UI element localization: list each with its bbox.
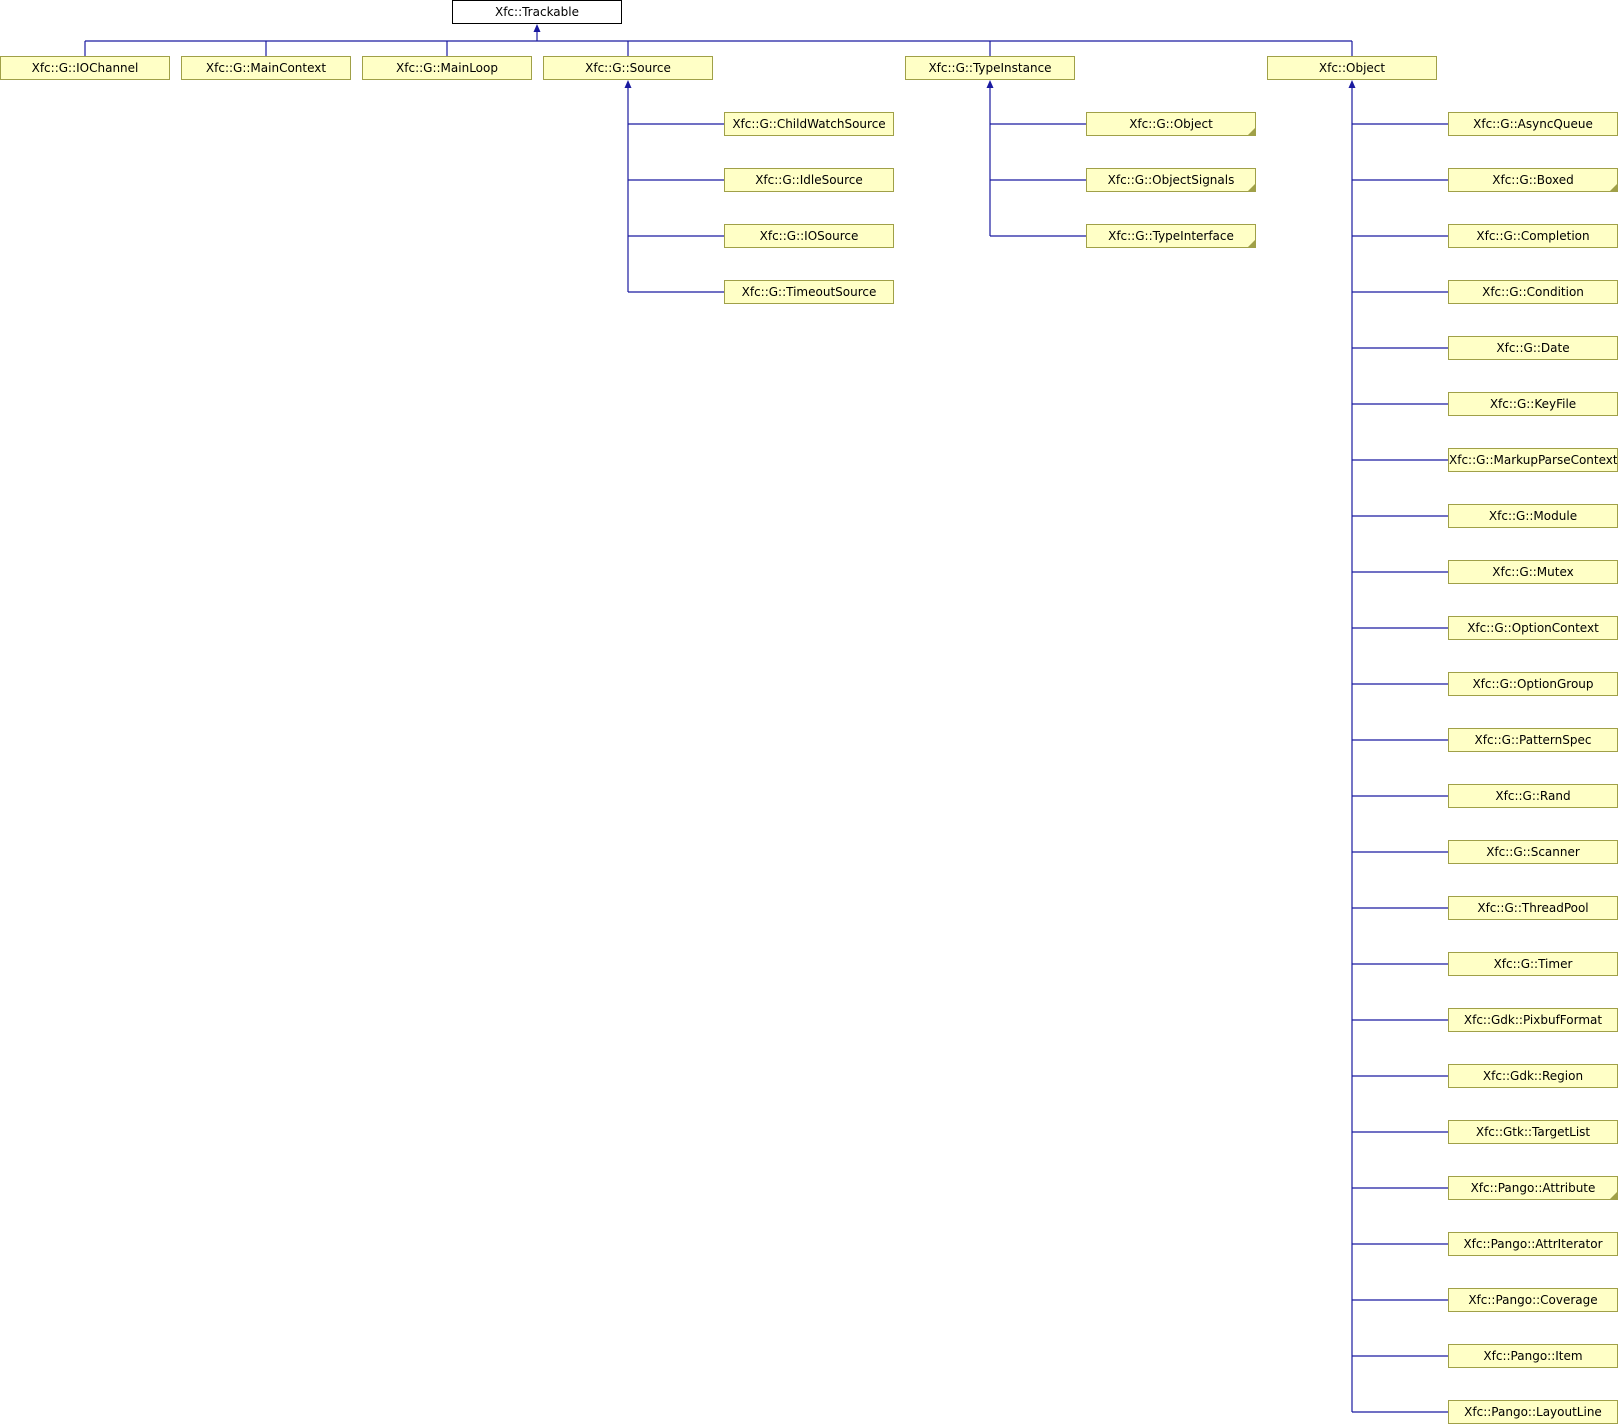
class-label: Xfc::G::Rand: [1495, 789, 1571, 803]
class-node-xfc-g-date[interactable]: Xfc::G::Date: [1448, 336, 1618, 360]
class-label: Xfc::Object: [1318, 61, 1386, 75]
folded-corner-icon: [1248, 240, 1255, 247]
class-node-xfc-g-typeinterface[interactable]: Xfc::G::TypeInterface: [1086, 224, 1256, 248]
class-label: Xfc::G::AsyncQueue: [1473, 117, 1593, 131]
class-label: Xfc::Pango::LayoutLine: [1464, 1405, 1602, 1419]
class-label: Xfc::G::OptionGroup: [1472, 677, 1594, 691]
class-label: Xfc::Pango::AttrIterator: [1463, 1237, 1603, 1251]
class-node-xfc-gtk-targetlist[interactable]: Xfc::Gtk::TargetList: [1448, 1120, 1618, 1144]
class-label: Xfc::G::OptionContext: [1467, 621, 1599, 635]
class-node-xfc-g-rand[interactable]: Xfc::G::Rand: [1448, 784, 1618, 808]
class-label: Xfc::G::Module: [1488, 509, 1578, 523]
class-label: Xfc::G::Completion: [1476, 229, 1590, 243]
class-node-xfc-g-keyfile[interactable]: Xfc::G::KeyFile: [1448, 392, 1618, 416]
class-node-xfc-g-mutex[interactable]: Xfc::G::Mutex: [1448, 560, 1618, 584]
arrowhead-trackable: [533, 24, 541, 32]
class-label: Xfc::Trackable: [494, 5, 579, 19]
class-node-xfc-g-asyncqueue[interactable]: Xfc::G::AsyncQueue: [1448, 112, 1618, 136]
class-node-xfc-g-optioncontext[interactable]: Xfc::G::OptionContext: [1448, 616, 1618, 640]
class-label: Xfc::G::Scanner: [1486, 845, 1580, 859]
class-label: Xfc::G::MarkupParseContext: [1449, 453, 1618, 467]
class-label: Xfc::G::Boxed: [1492, 173, 1574, 187]
class-node-xfc-g-scanner[interactable]: Xfc::G::Scanner: [1448, 840, 1618, 864]
class-node-xfc-pango-item[interactable]: Xfc::Pango::Item: [1448, 1344, 1618, 1368]
class-node-xfc-object[interactable]: Xfc::Object: [1267, 56, 1437, 80]
class-label: Xfc::G::IdleSource: [755, 173, 863, 187]
class-label: Xfc::G::ChildWatchSource: [732, 117, 886, 131]
class-node-xfc-g-objectsignals[interactable]: Xfc::G::ObjectSignals: [1086, 168, 1256, 192]
class-label: Xfc::G::Timer: [1493, 957, 1573, 971]
class-node-xfc-gdk-region[interactable]: Xfc::Gdk::Region: [1448, 1064, 1618, 1088]
class-label: Xfc::Pango::Coverage: [1468, 1293, 1598, 1307]
class-label: Xfc::G::KeyFile: [1489, 397, 1577, 411]
class-node-xfc-g-condition[interactable]: Xfc::G::Condition: [1448, 280, 1618, 304]
class-node-xfc-g-timeoutsource[interactable]: Xfc::G::TimeoutSource: [724, 280, 894, 304]
class-label: Xfc::G::Source: [585, 61, 671, 75]
class-label: Xfc::G::ObjectSignals: [1107, 173, 1235, 187]
class-node-xfc-g-idlesource[interactable]: Xfc::G::IdleSource: [724, 168, 894, 192]
class-node-xfc-g-boxed[interactable]: Xfc::G::Boxed: [1448, 168, 1618, 192]
class-node-xfc-g-iochannel[interactable]: Xfc::G::IOChannel: [0, 56, 170, 80]
class-node-xfc-g-mainloop[interactable]: Xfc::G::MainLoop: [362, 56, 532, 80]
class-node-xfc-g-completion[interactable]: Xfc::G::Completion: [1448, 224, 1618, 248]
class-label: Xfc::Gtk::TargetList: [1475, 1125, 1591, 1139]
class-node-xfc-pango-coverage[interactable]: Xfc::Pango::Coverage: [1448, 1288, 1618, 1312]
class-node-xfc-g-maincontext[interactable]: Xfc::G::MainContext: [181, 56, 351, 80]
folded-corner-icon: [1610, 184, 1617, 191]
class-label: Xfc::G::TypeInterface: [1108, 229, 1234, 243]
class-node-xfc-g-object[interactable]: Xfc::G::Object: [1086, 112, 1256, 136]
folded-corner-icon: [1248, 128, 1255, 135]
class-label: Xfc::G::Condition: [1482, 285, 1584, 299]
arrowhead-xfc-g-typeinstance: [986, 80, 994, 88]
arrowhead-xfc-g-source: [624, 80, 632, 88]
class-label: Xfc::G::ThreadPool: [1477, 901, 1589, 915]
class-label: Xfc::G::IOSource: [759, 229, 859, 243]
class-node-xfc-g-typeinstance[interactable]: Xfc::G::TypeInstance: [905, 56, 1075, 80]
class-label: Xfc::G::TimeoutSource: [741, 285, 877, 299]
arrowhead-xfc-object: [1348, 80, 1356, 88]
class-label: Xfc::G::IOChannel: [31, 61, 139, 75]
class-node-xfc-g-source[interactable]: Xfc::G::Source: [543, 56, 713, 80]
folded-corner-icon: [1248, 184, 1255, 191]
class-node-xfc-g-patternspec[interactable]: Xfc::G::PatternSpec: [1448, 728, 1618, 752]
class-label: Xfc::G::TypeInstance: [928, 61, 1052, 75]
class-node-xfc-g-threadpool[interactable]: Xfc::G::ThreadPool: [1448, 896, 1618, 920]
class-node-xfc-pango-attribute[interactable]: Xfc::Pango::Attribute: [1448, 1176, 1618, 1200]
class-node-xfc-g-module[interactable]: Xfc::G::Module: [1448, 504, 1618, 528]
class-node-xfc-g-timer[interactable]: Xfc::G::Timer: [1448, 952, 1618, 976]
class-label: Xfc::Gdk::Region: [1482, 1069, 1584, 1083]
class-node-xfc-g-optiongroup[interactable]: Xfc::G::OptionGroup: [1448, 672, 1618, 696]
class-label: Xfc::G::PatternSpec: [1474, 733, 1592, 747]
class-label: Xfc::G::Mutex: [1492, 565, 1574, 579]
class-node-xfc-trackable[interactable]: Xfc::Trackable: [452, 0, 622, 24]
class-label: Xfc::G::MainLoop: [396, 61, 498, 75]
class-label: Xfc::Gdk::PixbufFormat: [1463, 1013, 1603, 1027]
folded-corner-icon: [1610, 1192, 1617, 1199]
class-node-xfc-g-markupparsecontext[interactable]: Xfc::G::MarkupParseContext: [1448, 448, 1618, 472]
class-node-xfc-pango-layoutline[interactable]: Xfc::Pango::LayoutLine: [1448, 1400, 1618, 1424]
class-node-xfc-g-iosource[interactable]: Xfc::G::IOSource: [724, 224, 894, 248]
class-node-xfc-gdk-pixbufformat[interactable]: Xfc::Gdk::PixbufFormat: [1448, 1008, 1618, 1032]
class-label: Xfc::Pango::Item: [1483, 1349, 1583, 1363]
class-label: Xfc::Pango::Attribute: [1470, 1181, 1596, 1195]
class-label: Xfc::G::Object: [1129, 117, 1213, 131]
class-node-xfc-pango-attriterator[interactable]: Xfc::Pango::AttrIterator: [1448, 1232, 1618, 1256]
class-node-xfc-g-childwatchsource[interactable]: Xfc::G::ChildWatchSource: [724, 112, 894, 136]
class-label: Xfc::G::MainContext: [205, 61, 327, 75]
class-label: Xfc::G::Date: [1496, 341, 1570, 355]
